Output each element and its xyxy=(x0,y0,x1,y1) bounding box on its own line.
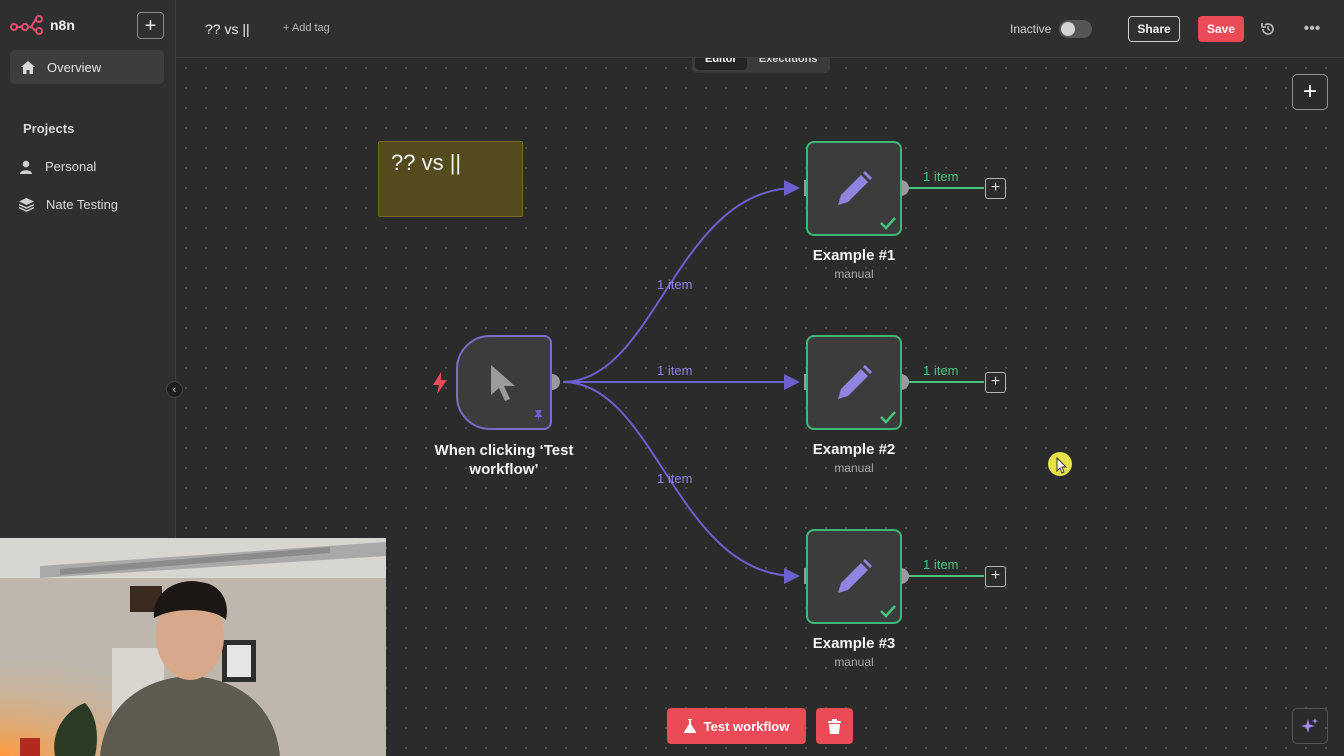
view-tabs: Editor Executions xyxy=(692,58,831,73)
create-button[interactable]: + xyxy=(137,12,164,39)
history-icon[interactable] xyxy=(1259,20,1277,38)
logo[interactable]: n8n xyxy=(10,14,75,36)
home-icon xyxy=(21,60,35,74)
success-check-icon xyxy=(880,217,896,230)
connection-to-example-1 xyxy=(562,180,800,383)
add-next-node-button[interactable]: + xyxy=(985,566,1006,587)
connection-to-example-3 xyxy=(562,381,800,584)
share-button[interactable]: Share xyxy=(1128,16,1180,42)
workflow-name[interactable]: ?? vs || xyxy=(205,21,250,37)
add-next-node-button[interactable]: + xyxy=(985,372,1006,393)
flask-icon xyxy=(683,719,696,733)
mouse-cursor-highlight xyxy=(1048,452,1072,476)
pin-icon xyxy=(534,410,543,422)
trigger-node[interactable] xyxy=(456,335,552,430)
tab-executions[interactable]: Executions xyxy=(758,58,818,65)
connection-label: 1 item xyxy=(657,471,693,486)
output-label: 1 item xyxy=(923,557,959,572)
add-tag-button[interactable]: + Add tag xyxy=(283,22,330,34)
webcam-feed-image xyxy=(0,538,386,756)
success-check-icon xyxy=(880,411,896,424)
logo-text: n8n xyxy=(50,17,75,33)
pencil-icon xyxy=(838,558,872,593)
layers-icon xyxy=(19,197,34,212)
header: ?? vs || + Add tag Inactive Share Save •… xyxy=(176,0,1344,58)
toggle-knob xyxy=(1061,22,1075,36)
more-options-icon[interactable]: ••• xyxy=(1303,20,1321,37)
sidebar-item-nate-testing[interactable]: Nate Testing xyxy=(19,197,118,212)
webcam-overlay xyxy=(0,538,386,756)
add-node-button[interactable]: + xyxy=(1292,74,1328,110)
test-workflow-label: Test workflow xyxy=(703,718,790,734)
sidebar-item-label: Overview xyxy=(47,59,102,75)
trash-icon xyxy=(828,718,841,734)
user-icon xyxy=(20,160,32,174)
sidebar-item-overview[interactable]: Overview xyxy=(10,50,164,84)
node-label: Example #3 xyxy=(812,635,896,652)
pencil-icon xyxy=(838,170,872,205)
sidebar-item-personal[interactable]: Personal xyxy=(19,159,96,174)
ai-assistant-button[interactable] xyxy=(1292,708,1328,744)
sidebar-item-label: Personal xyxy=(45,159,97,174)
delete-button[interactable] xyxy=(816,708,853,744)
cursor-icon xyxy=(491,364,515,401)
connection-label: 1 item xyxy=(657,363,693,378)
example-2-node[interactable] xyxy=(806,335,902,430)
canvas-footer: Test workflow xyxy=(667,708,853,744)
lightning-icon xyxy=(433,372,447,394)
example-1-node[interactable] xyxy=(806,141,902,236)
success-check-icon xyxy=(880,605,896,618)
sparkle-icon xyxy=(1301,718,1318,733)
node-label: Example #2 xyxy=(812,441,896,458)
collapse-sidebar-button[interactable]: ‹ xyxy=(166,381,183,398)
test-workflow-button[interactable]: Test workflow xyxy=(667,708,806,744)
node-subtitle: manual xyxy=(834,267,874,281)
node-label: Example #1 xyxy=(812,247,896,264)
example-3-node[interactable] xyxy=(806,529,902,624)
node-subtitle: manual xyxy=(834,655,874,669)
output-label: 1 item xyxy=(923,169,959,184)
tab-editor[interactable]: Editor xyxy=(695,58,747,70)
pointer-icon xyxy=(1056,456,1068,474)
projects-heading: Projects xyxy=(23,121,75,136)
connection-label: 1 item xyxy=(657,277,693,292)
output-label: 1 item xyxy=(923,363,959,378)
n8n-logo-icon xyxy=(10,15,43,35)
pencil-icon xyxy=(838,364,872,399)
sidebar-item-label: Nate Testing xyxy=(46,197,119,212)
add-next-node-button[interactable]: + xyxy=(985,178,1006,199)
save-button[interactable]: Save xyxy=(1198,16,1244,42)
trigger-node-label: When clicking ‘Test workflow’ xyxy=(434,442,574,478)
node-subtitle: manual xyxy=(834,461,874,475)
active-toggle[interactable] xyxy=(1059,20,1092,38)
sticky-note[interactable]: ?? vs || xyxy=(378,141,523,217)
active-status-label: Inactive xyxy=(1010,22,1052,36)
